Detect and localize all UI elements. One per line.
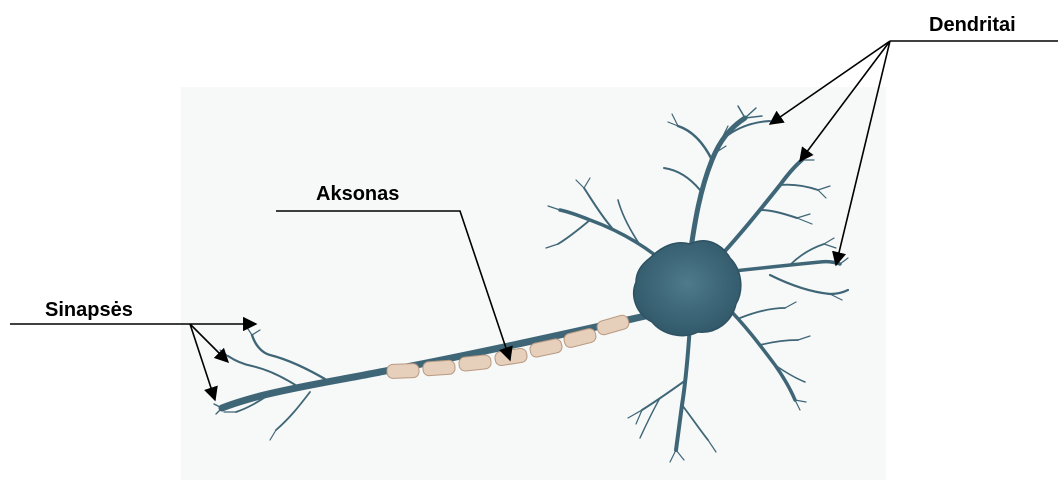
- synapses-label: Sinapsės: [45, 300, 133, 320]
- illustration-panel: [181, 87, 886, 480]
- myelin-segment: [387, 363, 419, 378]
- dendrites-label: Dendritai: [929, 15, 1016, 35]
- myelin-segment: [423, 360, 456, 376]
- myelin-segment: [458, 354, 491, 371]
- axon-label: Aksonas: [316, 184, 399, 204]
